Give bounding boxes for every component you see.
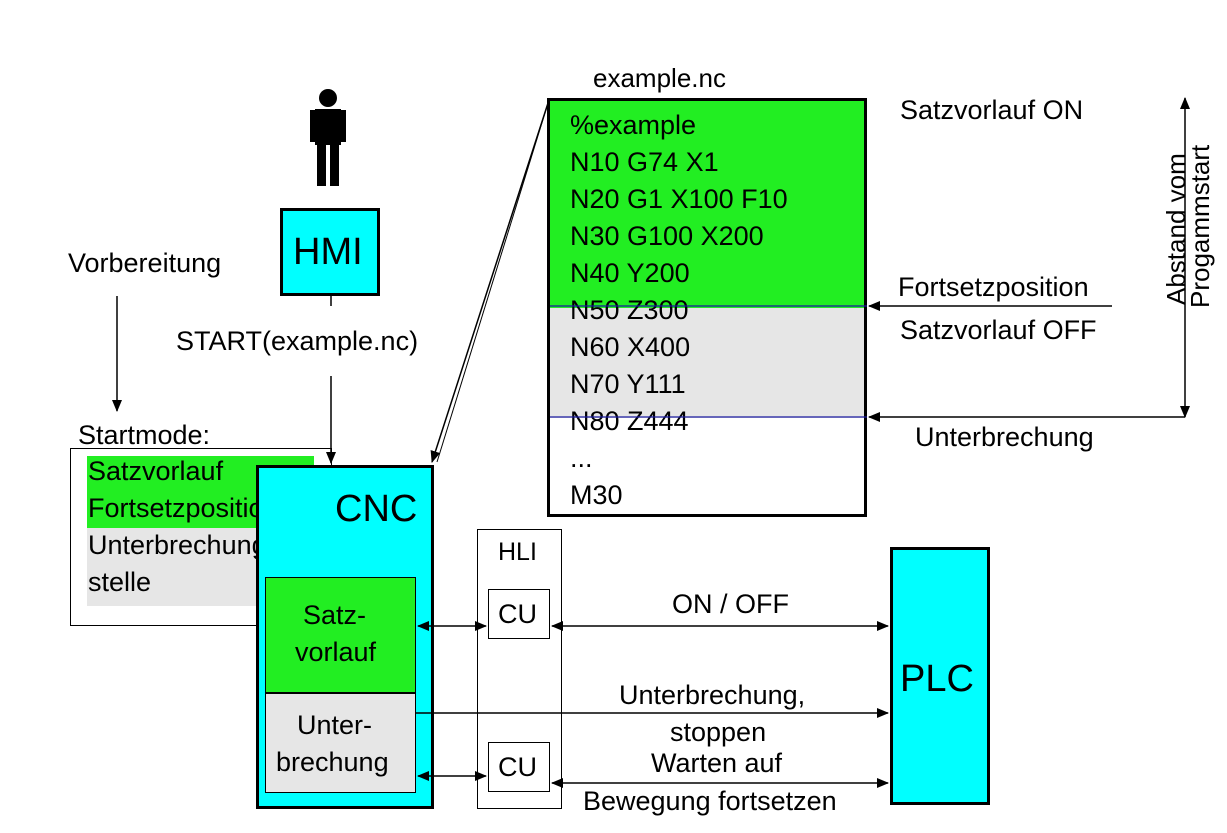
nc-line: N10 G74 X1 [570,147,719,177]
satzvorlauf-module: Satz- vorlauf [265,577,416,693]
startmode-option-stelle: stelle [88,567,152,597]
hmi-box: HMI [280,208,380,296]
file-projection-bottom [436,99,550,463]
cu-box-bottom: CU [488,742,550,792]
nc-line: N50 Z300 [570,295,689,325]
vorbereitung-label: Vorbereitung [68,248,222,278]
file-name-label: example.nc [593,63,726,93]
nc-block-skipped [550,308,864,418]
nc-block-executed [550,101,864,308]
person-icon [310,89,346,186]
nc-line: N30 G100 X200 [570,221,764,251]
nc-line: M30 [570,480,623,510]
nc-line: N70 Y111 [570,369,686,399]
startmode-option-satzvorlauf: Satzvorlauf [88,456,224,486]
satzvorlauf-off-label: Satzvorlauf OFF [900,315,1097,345]
cu-label-bottom: CU [498,752,537,782]
unterbrechung-stop-label-1: Unterbrechung, [619,680,806,710]
hmi-label: HMI [293,231,363,273]
cu-box-top: CU [488,589,550,639]
on-off-label: ON / OFF [672,589,789,619]
nc-line: ... [570,443,593,473]
start-call-label: START(example.nc) [176,326,419,356]
warten-label-2: Bewegung fortsetzen [583,786,837,816]
nc-line: N40 Y200 [570,258,690,288]
unterbrechung-module-label-2: brechung [276,747,389,777]
abstand-label-2: Progammstart [1185,144,1215,308]
nc-line: N80 Z444 [570,406,689,436]
unterbrechung-right-label: Unterbrechung [915,422,1094,452]
satzvorlauf-on-label: Satzvorlauf ON [900,95,1084,125]
startmode-label: Startmode: [78,420,211,450]
nc-line: N60 X400 [570,332,691,362]
nc-line: N20 G1 X100 F10 [570,184,788,214]
file-projection-top [430,99,550,463]
cnc-label: CNC [335,488,418,530]
unterbrechung-module-label-1: Unter- [297,710,373,740]
plc-label: PLC [900,658,974,700]
unterbrechung-module: Unter- brechung [265,693,416,793]
satzvorlauf-module-label-1: Satz- [303,600,367,630]
startmode-option-unterbrechungs: Unterbrechungs- [88,530,290,560]
startmode-option-fortsetzposition: Fortsetzposition [88,493,279,523]
cu-label-top: CU [498,599,537,629]
fortsetzposition-label: Fortsetzposition [898,272,1089,302]
nc-file-box: %example N10 G74 X1 N20 G1 X100 F10 N30 … [547,98,867,517]
warten-label-1: Warten auf [651,748,783,778]
hli-label: HLI [498,538,537,566]
nc-line: %example [570,110,697,140]
unterbrechung-stop-label-2: stoppen [670,717,767,747]
satzvorlauf-module-label-2: vorlauf [295,637,377,667]
plc-box: PLC [890,547,990,805]
